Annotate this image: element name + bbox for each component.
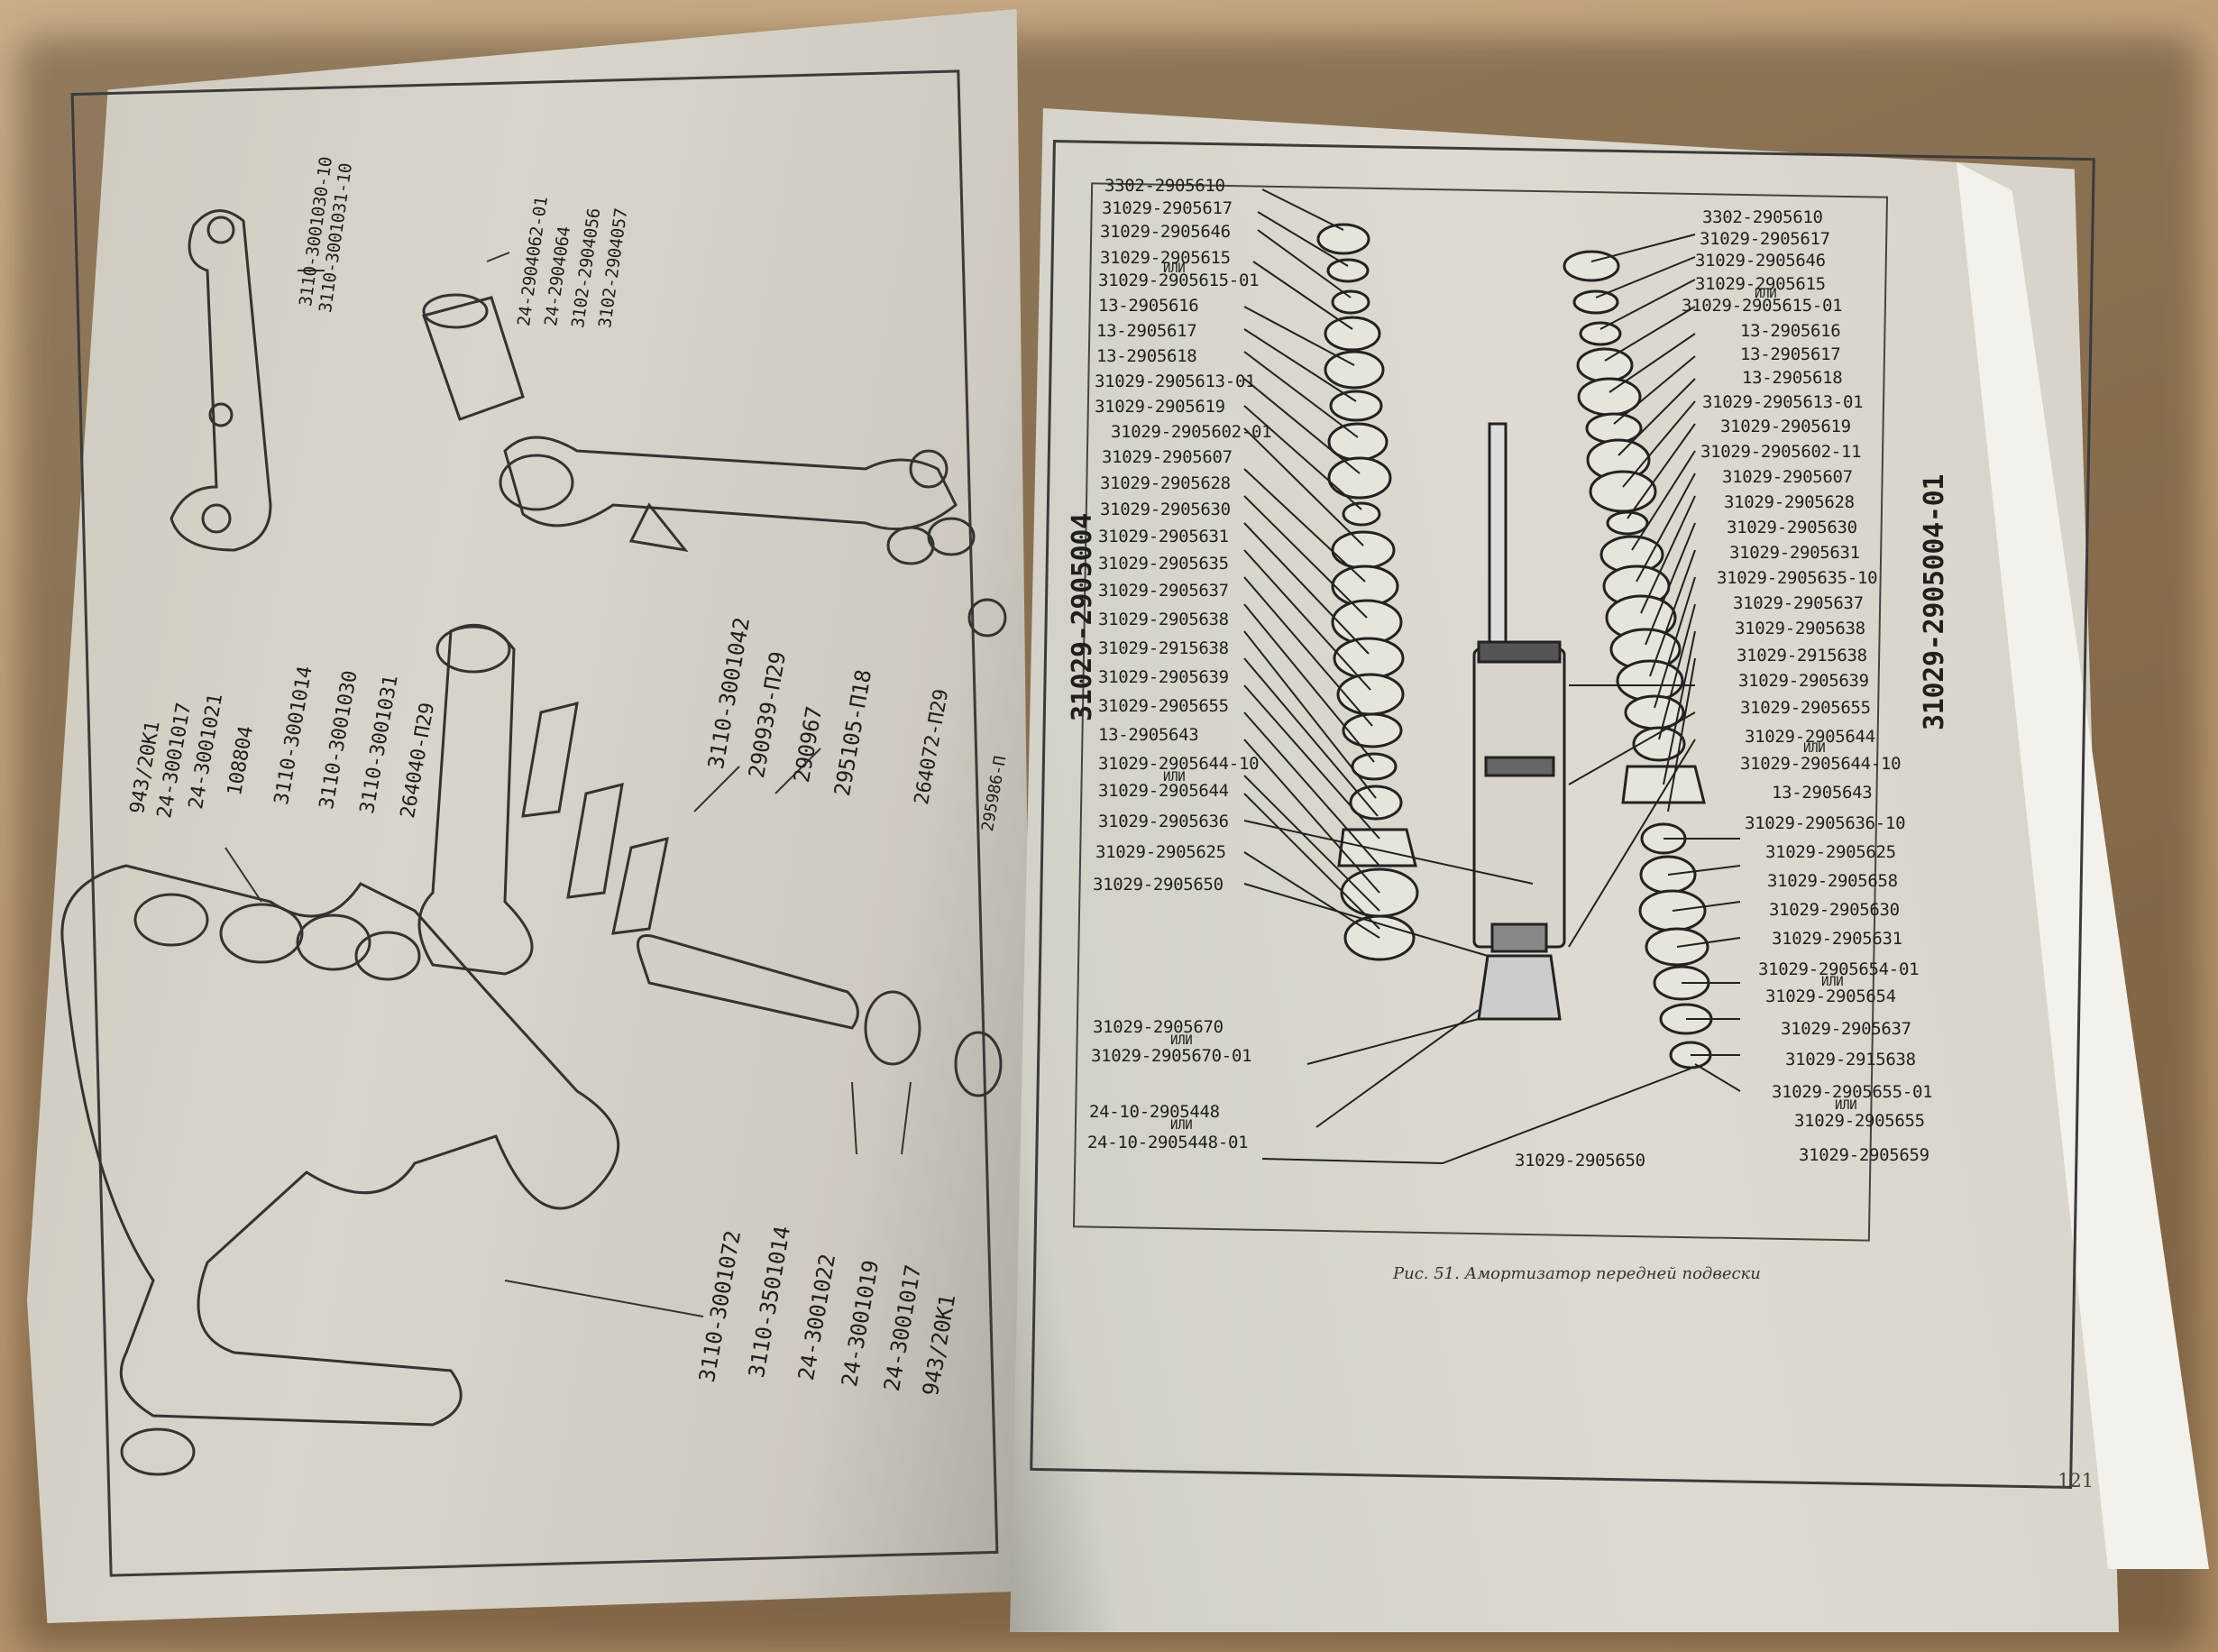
part-label: 31029-2905659 bbox=[1799, 1145, 1929, 1165]
part-label: 31029-2905615 bbox=[1100, 248, 1231, 268]
part-label: 31029-2905644-10 bbox=[1098, 754, 1260, 774]
part-label: 31029-2905617 bbox=[1102, 198, 1233, 218]
part-label: 31029-2905613-01 bbox=[1702, 392, 1864, 412]
figure-caption: Рис. 51. Амортизатор передней подвески bbox=[1393, 1264, 1761, 1283]
part-label: 24-10-2905448 bbox=[1089, 1102, 1220, 1122]
part-label: 31029-2905637 bbox=[1098, 581, 1229, 601]
upper-arm-shape bbox=[170, 209, 272, 552]
part-label: 13-2905643 bbox=[1772, 783, 1873, 803]
part-label: 31029-2905655-01 bbox=[1772, 1082, 1933, 1102]
part-label: 31029-2915638 bbox=[1785, 1050, 1916, 1069]
part-label-or: ИЛИ bbox=[1835, 1098, 1857, 1113]
part-label: 31029-2905650 bbox=[1093, 875, 1224, 895]
part-label: 31029-2905630 bbox=[1100, 500, 1231, 519]
part-label: 31029-2905631 bbox=[1098, 527, 1229, 546]
part-label: 31029-2905630 bbox=[1769, 900, 1900, 920]
part-label: 31029-2905654 bbox=[1765, 987, 1896, 1006]
part-label-or: ИЛИ bbox=[1803, 741, 1826, 756]
part-label: 31029-2905637 bbox=[1733, 593, 1864, 613]
part-label: 31029-2905636-10 bbox=[1745, 813, 1906, 833]
part-label: 13-2905616 bbox=[1098, 296, 1199, 316]
part-label: 31029-2905635 bbox=[1098, 554, 1229, 574]
lower-eye bbox=[1477, 954, 1562, 1021]
part-label: 31029-2905619 bbox=[1720, 417, 1851, 436]
part-label: 31029-2905654-01 bbox=[1758, 959, 1920, 979]
part-label: 31029-2905602-11 bbox=[1700, 442, 1862, 462]
part-label: 13-2905616 bbox=[1740, 321, 1841, 341]
part-label: 31029-2905644 bbox=[1745, 727, 1875, 747]
part-label: 31029-2905646 bbox=[1100, 222, 1231, 242]
part-label: 31029-2905625 bbox=[1095, 842, 1226, 862]
part-label: 31029-2905625 bbox=[1765, 842, 1896, 862]
part-label: 31029-2905607 bbox=[1102, 447, 1233, 467]
part-label: 31029-2905638 bbox=[1735, 619, 1865, 638]
lower-arm-shape bbox=[503, 436, 958, 531]
part-label: 31029-2905639 bbox=[1098, 667, 1229, 687]
part-label: 31029-2905613-01 bbox=[1095, 372, 1256, 391]
part-label: 31029-2905655 bbox=[1740, 698, 1871, 718]
part-label: 31029-2905655 bbox=[1098, 696, 1229, 716]
part-label: 24-10-2905448-01 bbox=[1087, 1133, 1249, 1152]
part-label: 31029-2905607 bbox=[1722, 467, 1853, 487]
shock-cylinder bbox=[1472, 647, 1566, 949]
part-label: 31029-2905670-01 bbox=[1091, 1046, 1252, 1066]
part-label: 31029-2905628 bbox=[1100, 473, 1231, 493]
part-label: 3302-2905610 bbox=[1702, 207, 1823, 227]
ball-joint-shape bbox=[422, 296, 525, 421]
part-label: 31029-2905638 bbox=[1098, 610, 1229, 629]
part-label: 31029-2905615 bbox=[1695, 274, 1826, 294]
part-label: 31029-2905670 bbox=[1093, 1017, 1224, 1037]
part-label: 31029-2905644 bbox=[1098, 781, 1229, 801]
part-label-or: ИЛИ bbox=[1163, 770, 1186, 785]
part-label: 31029-2905658 bbox=[1767, 871, 1898, 891]
part-label: 31029-2905619 bbox=[1095, 397, 1225, 417]
part-label: 31029-2905602-01 bbox=[1111, 422, 1272, 442]
part-label-or: ИЛИ bbox=[1821, 975, 1844, 989]
part-label: 13-2905617 bbox=[1740, 344, 1841, 364]
part-label: 31029-2905655 bbox=[1794, 1111, 1925, 1131]
part-label: 31029-2905631 bbox=[1729, 543, 1860, 563]
part-label: 31029-2905635-10 bbox=[1717, 568, 1878, 588]
page-number: 121 bbox=[2058, 1470, 2094, 1491]
part-label: 31029-2905639 bbox=[1738, 671, 1869, 691]
part-label-or: ИЛИ bbox=[1755, 287, 1777, 301]
part-label: 31029-2905630 bbox=[1727, 518, 1857, 537]
part-label: 31029-2905637 bbox=[1781, 1019, 1911, 1039]
part-label: 13-2905643 bbox=[1098, 725, 1199, 745]
part-label: 3302-2905610 bbox=[1104, 176, 1225, 196]
part-label: 31029-2905628 bbox=[1724, 492, 1855, 512]
part-label-or: ИЛИ bbox=[1170, 1118, 1193, 1133]
part-label: 13-2905617 bbox=[1096, 321, 1197, 341]
part-label: 31029-2905650 bbox=[1515, 1151, 1645, 1170]
part-label-or: ИЛИ bbox=[1170, 1033, 1193, 1048]
part-label: 13-2905618 bbox=[1742, 368, 1843, 388]
part-label: 31029-2905644-10 bbox=[1740, 754, 1902, 774]
part-label: 31029-2915638 bbox=[1737, 646, 1867, 665]
part-label: 31029-2905615-01 bbox=[1098, 271, 1260, 290]
part-label: 31029-2905617 bbox=[1700, 229, 1830, 249]
part-label: 31029-2905636 bbox=[1098, 812, 1229, 831]
kingpin-shape bbox=[637, 934, 859, 1030]
part-label: 31029-2905631 bbox=[1772, 929, 1902, 949]
part-label: 13-2905618 bbox=[1096, 346, 1197, 366]
knuckle-body-shape bbox=[60, 864, 620, 1427]
assembly-number-right: 31029-2905004-01 bbox=[1919, 473, 1950, 730]
part-label: 31029-2915638 bbox=[1098, 638, 1229, 658]
piston-rod bbox=[1488, 422, 1508, 660]
part-label-or: ИЛИ bbox=[1163, 262, 1186, 276]
part-label: 31029-2905646 bbox=[1695, 251, 1826, 271]
part-label: 31029-2905615-01 bbox=[1682, 296, 1843, 316]
assembly-number-left: 31029-2905004 bbox=[1067, 513, 1098, 721]
